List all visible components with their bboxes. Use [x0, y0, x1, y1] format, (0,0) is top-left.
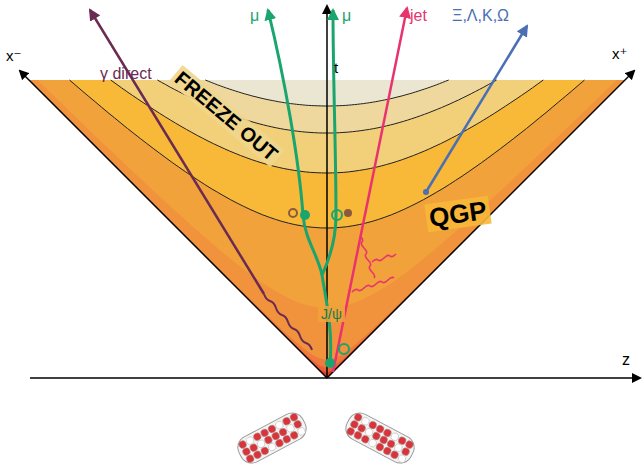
photon-label: γ direct: [100, 66, 152, 82]
light-quark: [344, 209, 352, 217]
nucleus: [342, 409, 419, 468]
production-point: [325, 358, 335, 368]
axis-label: z: [622, 352, 630, 368]
nucleus-body: [342, 409, 419, 468]
axis-label: t: [334, 60, 338, 75]
particle-label: J/ψ: [318, 306, 345, 322]
nucleus-body: [234, 409, 311, 468]
t-axis: [326, 6, 328, 378]
axis-label: x⁻: [6, 48, 21, 63]
light-cone: [20, 71, 327, 378]
light-cone: [327, 71, 634, 378]
nucleus: [234, 409, 311, 468]
gluon-wave: [360, 236, 375, 278]
nucleon: [397, 454, 407, 464]
muon-label: μ: [342, 8, 351, 24]
charm-quark: [300, 210, 310, 220]
region-label: QGP: [424, 196, 491, 233]
charm-quark: [339, 344, 349, 354]
hadron-track: [426, 26, 527, 192]
hadron-label: Ξ,Λ,K,Ω: [452, 8, 509, 24]
charm-quark: [332, 210, 342, 220]
z-axis: [30, 377, 640, 379]
muon-track: [322, 10, 336, 275]
hadron-vertex: [423, 189, 429, 195]
light-quark: [289, 209, 297, 217]
muon-label: μ: [250, 8, 259, 24]
photon-track: [90, 10, 264, 294]
axis-label: x⁺: [612, 46, 627, 61]
gluon-wave: [372, 254, 396, 262]
nucleon: [296, 426, 306, 436]
jet-label: jet: [410, 8, 427, 24]
gluon-wave: [352, 277, 394, 292]
photon-wave: [264, 294, 312, 350]
